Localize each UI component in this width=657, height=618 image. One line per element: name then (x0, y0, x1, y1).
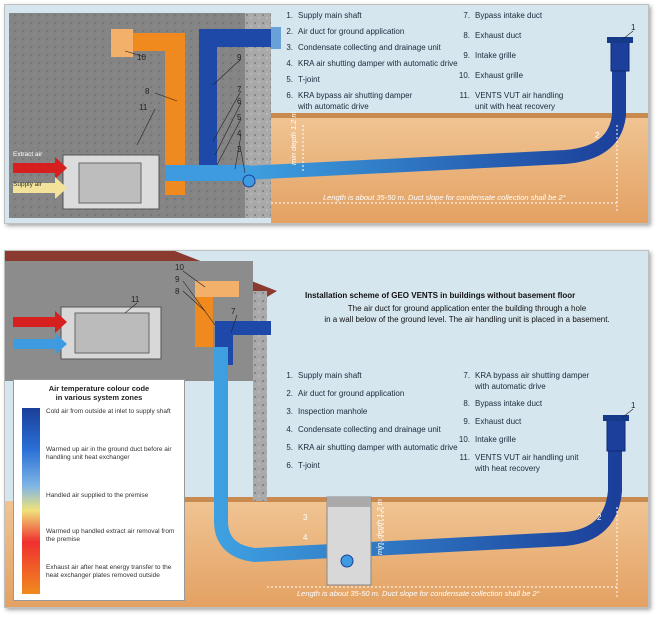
color-code-legend: Air temperature colour code in various s… (13, 379, 185, 601)
callout-number: 4 (303, 533, 308, 542)
legend-item: 7.KRA bypass air shutting damper (463, 371, 590, 380)
temperature-gradient-bar (22, 408, 40, 594)
legend-item: 8.Exhaust duct (463, 31, 522, 40)
callout-number: 10 (175, 263, 184, 272)
color-code-title-line: Air temperature colour code (48, 384, 150, 393)
callout-number: 7 (237, 85, 242, 94)
legend-item: with automatic drive (475, 382, 546, 391)
callout-number: 4 (237, 129, 242, 138)
legend-item: 2.Air duct for ground application (286, 27, 405, 36)
scheme-title: Installation scheme of GEO VENTS in buil… (305, 291, 576, 300)
color-code-title: Air temperature colour code in various s… (14, 384, 184, 402)
callout-number: 1 (631, 23, 636, 32)
legend-item: 5.T-joint (286, 75, 320, 84)
extract-air-label: Extract air (13, 151, 43, 158)
legend-item: 11.VENTS VUT air handling unit (459, 453, 579, 462)
legend-item: 9.Exhaust duct (463, 417, 522, 426)
callout-number: 9 (237, 53, 242, 62)
callout-number: 6 (237, 97, 242, 106)
callout-number: 9 (175, 275, 180, 284)
color-code-item: Exhaust air after heat energy transfer t… (46, 564, 172, 579)
legend-item: 4.Condensate collecting and drainage uni… (286, 425, 441, 434)
depth-label: min depth 1.2 m (289, 111, 298, 165)
description-line: The air duct for ground application ente… (347, 304, 587, 313)
legend-item: 4.KRA air shutting damper with automatic… (286, 59, 458, 68)
color-code-title-line: in various system zones (55, 393, 143, 402)
legend-item: 5.KRA air shutting damper with automatic… (286, 443, 458, 452)
callout-number: 3 (303, 513, 308, 522)
description-line: in a wall below of the ground level. The… (324, 315, 610, 324)
callout-number: 11 (131, 295, 140, 304)
supply-air-label: Supply air (13, 181, 42, 188)
callout-number: 2 (595, 131, 600, 140)
callout-number: 5 (237, 113, 242, 122)
legend-item: 3.Inspection manhole (286, 407, 368, 416)
legend-item: with automatic drive (298, 102, 369, 111)
legend-item: 9.Intake grille (463, 51, 516, 60)
callout-number: 1 (631, 401, 636, 410)
legend-item: 11.VENTS VUT air handling (459, 91, 564, 100)
length-label: Length is about 35-50 m. Duct slope for … (323, 193, 566, 202)
top-scheme-drawing (5, 5, 648, 223)
depth-label: min. depth 1.2 m (375, 499, 384, 555)
legend-item: 1.Supply main shaft (286, 371, 362, 380)
legend-item: 3.Condensate collecting and drainage uni… (286, 43, 441, 52)
legend-item: 7.Bypass intake duct (463, 11, 543, 20)
callout-number: 8 (175, 287, 180, 296)
legend-item: 6.KRA bypass air shutting damper (286, 91, 413, 100)
bottom-scheme-panel: Installation scheme of GEO VENTS in buil… (4, 250, 649, 608)
legend-item: 8.Bypass intake duct (463, 399, 543, 408)
callout-number: 7 (231, 307, 236, 316)
legend-item: 10.Intake grille (458, 435, 516, 444)
callout-number: 2 (597, 513, 602, 522)
color-code-item: Handled air supplied to the premise (46, 492, 149, 499)
length-label: Length is about 35-50 m. Duct slope for … (297, 589, 540, 598)
top-scheme-panel: 1.Supply main shaft 2.Air duct for groun… (4, 4, 649, 224)
callout-number: 3 (237, 145, 242, 154)
legend-item: 10.Exhaust grille (458, 71, 524, 80)
color-code-item: Warmed up air in the ground duct before … (46, 446, 172, 461)
color-code-item: Warmed up handled extract air removal fr… (46, 528, 175, 543)
legend-item: 1.Supply main shaft (286, 11, 362, 20)
color-code-item: Cold air from outside at inlet to supply… (46, 408, 171, 415)
legend-item: 6.T-joint (286, 461, 320, 470)
callout-number: 10 (137, 53, 146, 62)
legend-item: 2.Air duct for ground application (286, 389, 405, 398)
scheme-description: The air duct for ground application ente… (291, 303, 643, 325)
callout-number: 11 (139, 103, 148, 112)
callout-number: 8 (145, 87, 150, 96)
legend-item: unit with heat recovery (475, 102, 556, 111)
legend-item: with heat recovery (475, 464, 540, 473)
